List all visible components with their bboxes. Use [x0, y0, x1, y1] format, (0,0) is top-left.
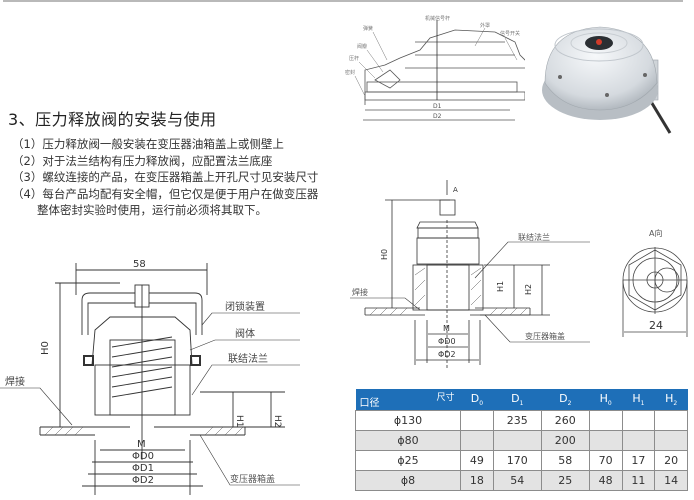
dim-h0: H0	[40, 341, 51, 355]
step-4-continuation: 整体密封实验时使用，运行前必须将其取下。	[37, 203, 267, 217]
product-photo	[542, 26, 672, 134]
label-cover: 外罩	[480, 22, 490, 29]
header-h2: H2	[654, 389, 688, 411]
label-rod: 压杆	[349, 55, 359, 62]
view-a-drawing: A向 24	[622, 228, 688, 337]
dim-h0-mid: H0	[380, 249, 389, 260]
dim-h1-mid: H1	[496, 281, 505, 292]
callout-flange: 联结法兰	[228, 352, 268, 365]
table-row: ϕ80 200	[355, 430, 688, 451]
cross-section-drawing: 58 H0 H1 H2 闭锁装置 阀体 联结法兰 焊接 变压器箱盖 M ΦD0 …	[0, 259, 300, 495]
arrow-a-label: A	[453, 186, 458, 194]
callout-lock-device: 闭锁装置	[225, 300, 265, 313]
header-h0: H0	[589, 389, 622, 411]
step-2: （2）对于法兰结构有压力释放阀，应配置法兰底座	[12, 153, 273, 168]
dim-m: M	[137, 439, 146, 450]
indicator-light-icon	[596, 39, 602, 45]
dim-d0-mid: ΦD0	[438, 337, 456, 346]
label-signal-switch: 信号开关	[500, 30, 520, 37]
header-size-label: 尺寸	[436, 393, 455, 403]
dim-d1: D1	[433, 103, 442, 110]
dim-d2: ΦD2	[132, 475, 154, 486]
callout-weld: 焊接	[5, 375, 25, 388]
step-4: （4）每台产品均配有安全帽，但它仅是便于用户在做变压器	[12, 186, 319, 201]
table-header-row: 尺寸 口径 D0 D1 D2 H0 H1 H2	[355, 389, 688, 411]
dim-h2-mid: H2	[524, 284, 533, 295]
label-signal-rod: 机械信号杆	[425, 15, 450, 22]
step-1: （1）压力释放阀一般安装在变压器油箱盖上或侧壁上	[12, 137, 284, 151]
header-d0: D0	[460, 389, 494, 411]
callout-valve-body: 阀体	[235, 327, 255, 340]
label-disc: 阀瓣	[357, 43, 367, 50]
dim-d2-mid: ΦD2	[438, 350, 456, 359]
header-corner: 尺寸 口径	[355, 389, 461, 411]
dim-58: 58	[133, 259, 146, 270]
callout-weld-mid: 焊接	[352, 287, 368, 297]
dim-d0: ΦD0	[132, 451, 154, 462]
dim-d1: ΦD1	[132, 463, 154, 474]
dim-h2: H2	[272, 415, 282, 428]
table-row: ϕ25 49 170 58 70 17 20	[355, 450, 688, 471]
callout-flange-mid: 联结法兰	[518, 232, 550, 242]
header-caliber-label: 口径	[359, 398, 380, 409]
table-row: ϕ130 235 260	[355, 410, 688, 431]
view-a-label: A向	[649, 228, 662, 238]
label-spring: 弹簧	[363, 25, 373, 32]
step-3: （3）螺纹连接的产品，在变压器箱盖上开孔尺寸见安装尺寸	[12, 170, 319, 184]
header-d2: D2	[541, 389, 590, 411]
header-d1: D1	[493, 389, 542, 411]
dim-d2: D2	[433, 113, 442, 120]
top-divider	[3, 0, 683, 2]
installation-drawing: A H0 H1 H2 联结法兰 焊接 变压器箱盖 M ΦD0 ΦD2	[350, 180, 590, 368]
dim-24: 24	[649, 319, 663, 332]
dim-m-mid: M	[443, 324, 450, 333]
section-title: 3、压力释放阀的安装与使用	[8, 110, 217, 129]
callout-tank-cover: 变压器箱盖	[230, 473, 275, 485]
dim-h1: H1	[234, 415, 244, 428]
table-row: ϕ8 18 54 25 48 11 14	[355, 470, 688, 491]
callout-tank-cover-mid: 变压器箱盖	[525, 331, 565, 341]
label-seal: 密封	[345, 69, 355, 76]
valve-outline-drawing: 弹簧 阀瓣 压杆 密封 机械信号杆 外罩 信号开关 D1 D2	[345, 15, 525, 121]
spec-table: 尺寸 口径 D0 D1 D2 H0 H1 H2 ϕ130 235 260 ϕ80	[355, 389, 688, 491]
installation-steps: （1）压力释放阀一般安装在变压器油箱盖上或侧壁上 （2）对于法兰结构有压力释放阀…	[12, 136, 318, 219]
header-h1: H1	[622, 389, 655, 411]
